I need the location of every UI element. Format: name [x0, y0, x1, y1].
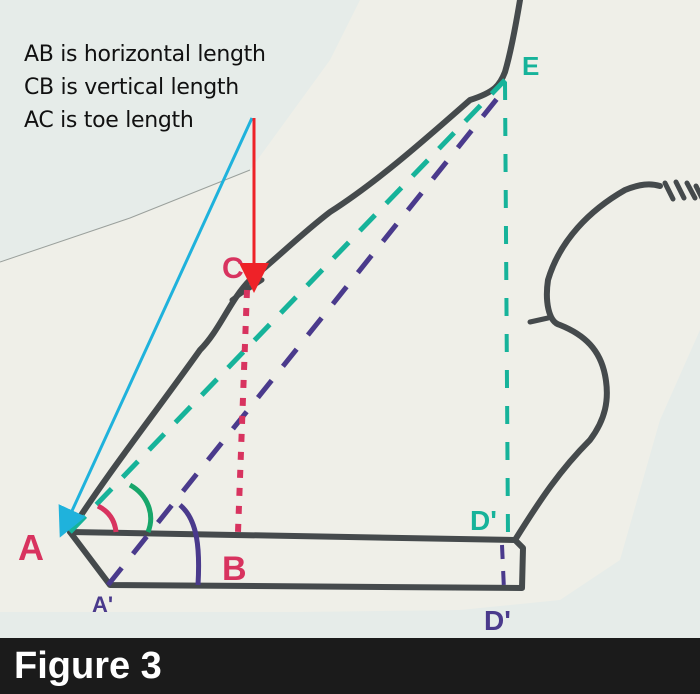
purple-dashed-line-D-prime [500, 544, 506, 591]
crimson-dotted-line-CB [235, 289, 250, 533]
legend-line-vertical: CB is vertical length [24, 75, 239, 100]
hoof-outline [67, 0, 700, 591]
label-D-prime-purple: D' [484, 605, 511, 636]
paper-sheet [0, 0, 700, 612]
figure-caption: Figure 3 [14, 645, 162, 687]
label-E: E [522, 51, 539, 81]
purple-angle-arc [178, 503, 202, 586]
label-A: A [18, 527, 44, 568]
legend: AB is horizontal length CB is vertical l… [24, 38, 266, 137]
label-B: B [222, 550, 247, 588]
label-A-prime: A' [92, 592, 113, 617]
purple-dashed-line-A-prime [106, 93, 502, 587]
legend-line-horizontal: AB is horizontal length [24, 42, 266, 67]
label-C: C [222, 252, 244, 285]
paper-edge [0, 169, 251, 263]
cyan-arrow-to-A [58, 117, 254, 538]
crimson-angle-arc [96, 503, 119, 533]
caption-bar: Figure 3 [0, 638, 700, 694]
label-D-prime-teal: D' [470, 505, 497, 536]
legend-line-toe: AC is toe length [24, 108, 194, 133]
green-angle-arc [128, 482, 154, 533]
teal-dashed-line-AE [68, 78, 507, 534]
teal-dashed-line-ED [503, 81, 510, 539]
